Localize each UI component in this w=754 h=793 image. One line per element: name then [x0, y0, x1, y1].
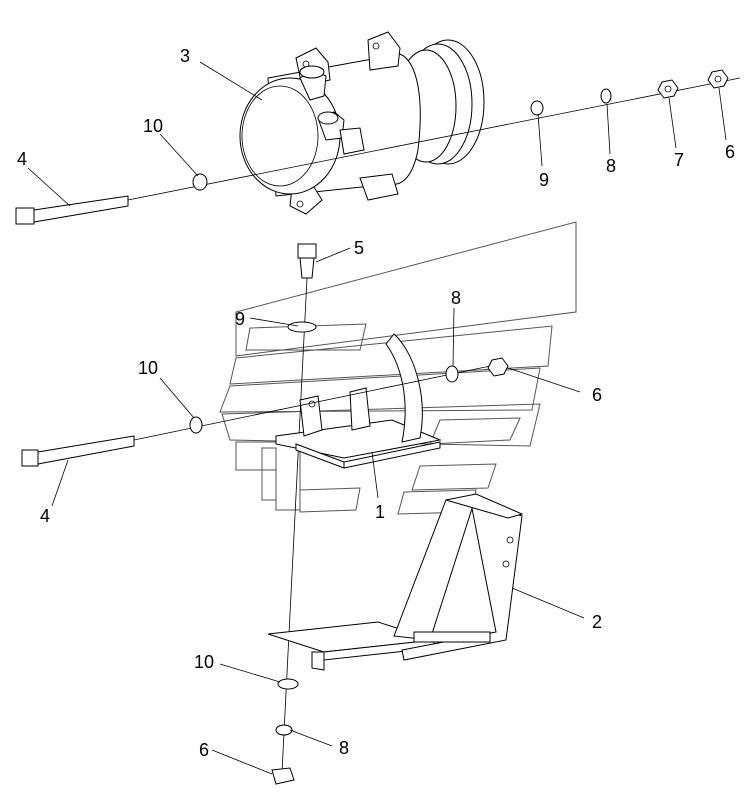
bolt-mid	[21, 363, 501, 467]
washer-top-left	[192, 173, 208, 191]
callout-9-top: 9	[539, 170, 549, 190]
callout-3-top: 3	[180, 46, 190, 66]
callout-4-top: 4	[17, 149, 27, 169]
nut-mid-6	[487, 357, 509, 377]
callout-6-mid: 6	[592, 385, 602, 405]
callout-8-mid: 8	[451, 288, 461, 308]
callout-6-top: 6	[725, 142, 735, 162]
nut-top-6	[707, 69, 729, 89]
nut-top-7	[657, 79, 679, 99]
compressor	[239, 31, 485, 215]
callout-4-mid: 4	[40, 506, 50, 526]
washer-mid-8	[445, 365, 459, 383]
washer-mid-9	[287, 321, 317, 333]
callout-10-top: 10	[143, 116, 163, 136]
washer-top-right	[530, 100, 544, 116]
bracket-2	[267, 493, 524, 671]
bolt-5	[281, 243, 317, 773]
callout-6-bot: 6	[199, 740, 209, 760]
spring-washer-top	[600, 88, 612, 104]
callout-10-mid: 10	[138, 358, 158, 378]
washer-mid-10	[189, 416, 203, 434]
spring-washer-bot-8	[275, 724, 293, 736]
callout-5: 5	[354, 238, 364, 258]
callout-7-top: 7	[674, 150, 684, 170]
callout-9-mid: 9	[235, 309, 245, 329]
washer-bot-10	[277, 678, 299, 690]
callout-labels: 3 10 4 9 8 7 6 5 9 8 10 6 4 1 2 10 8 6	[17, 46, 735, 760]
callout-1: 1	[375, 502, 385, 522]
leader-lines	[27, 61, 727, 775]
callout-2: 2	[592, 612, 602, 632]
callout-8-top: 8	[606, 156, 616, 176]
bolt-top	[15, 77, 741, 225]
callout-8-bot: 8	[339, 738, 349, 758]
bracket-1	[275, 333, 442, 469]
nut-bot-6	[271, 767, 295, 785]
callout-10-bot: 10	[194, 652, 214, 672]
